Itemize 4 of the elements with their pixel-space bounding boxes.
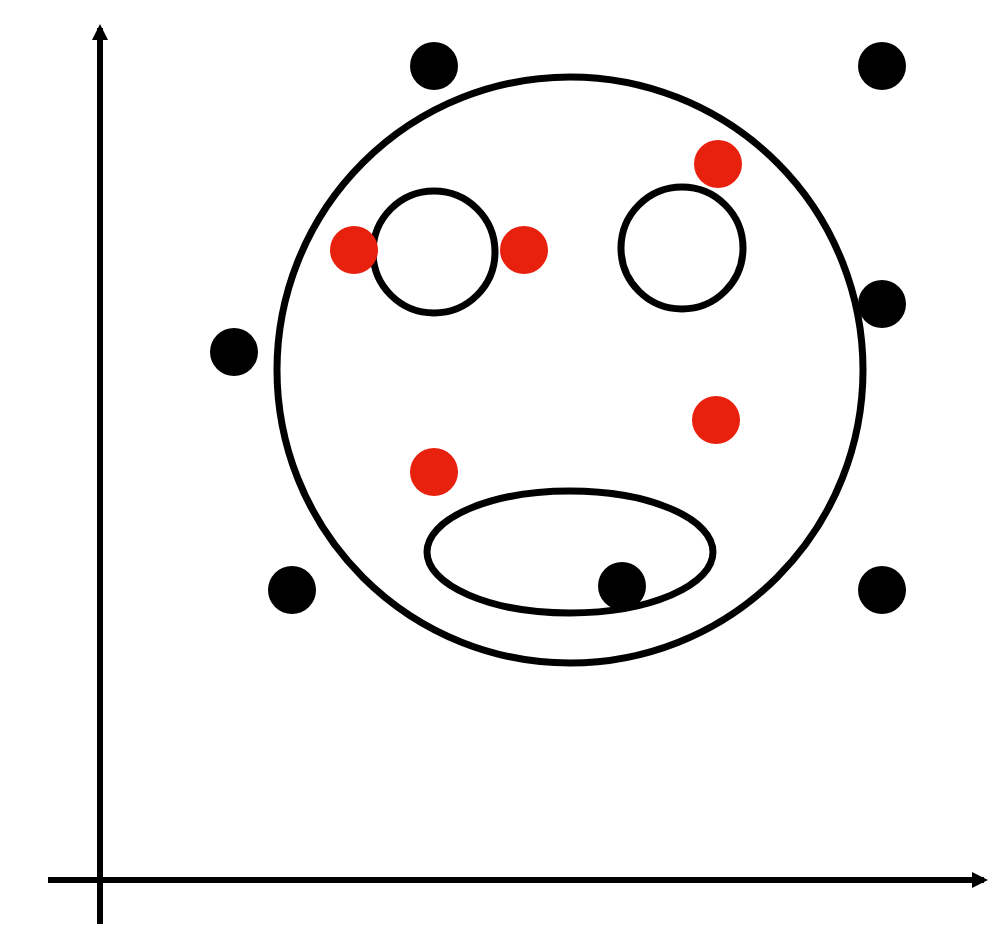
circle-outline [618,184,746,312]
circle-outline [370,188,498,316]
ellipse-outline [424,488,716,616]
circle-outline [274,74,866,666]
